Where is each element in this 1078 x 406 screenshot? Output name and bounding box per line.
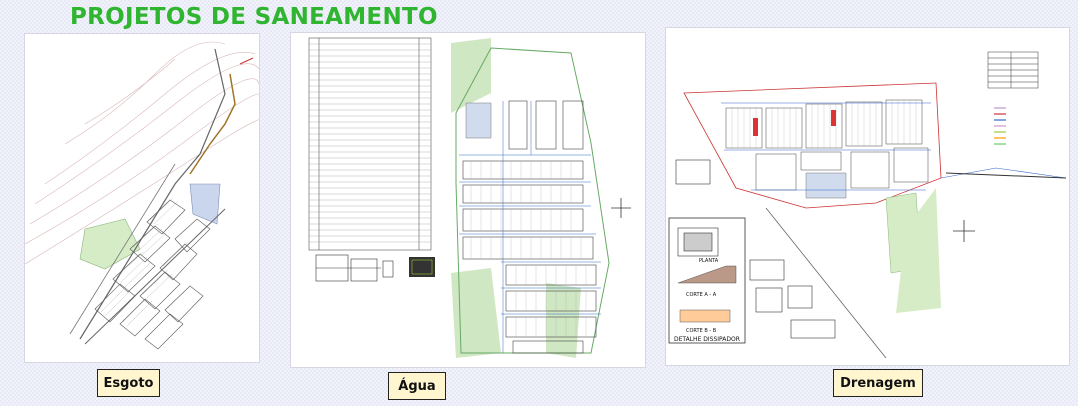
drenagem-plan-image: PLANTA CORTE A - A CORTE B - B DETALHE D…: [666, 28, 1069, 365]
page-title: PROJETOS DE SANEAMENTO: [70, 4, 438, 30]
agua-drawing: [291, 33, 645, 367]
esgoto-plan-image: [25, 34, 259, 362]
esgoto-drawing: [25, 34, 259, 362]
esgoto-label: Esgoto: [97, 369, 160, 397]
drenagem-label: Drenagem: [833, 369, 923, 397]
corte-b-caption: CORTE B - B: [686, 328, 717, 334]
detalhe-dissipador-caption: DETALHE DISSIPADOR: [674, 336, 740, 343]
agua-plan-image: [291, 33, 645, 367]
drenagem-drawing: PLANTA CORTE A - A CORTE B - B DETALHE D…: [666, 28, 1069, 365]
agua-label: Água: [388, 372, 446, 400]
planta-caption: PLANTA: [699, 258, 719, 264]
corte-a-caption: CORTE A - A: [686, 292, 717, 298]
